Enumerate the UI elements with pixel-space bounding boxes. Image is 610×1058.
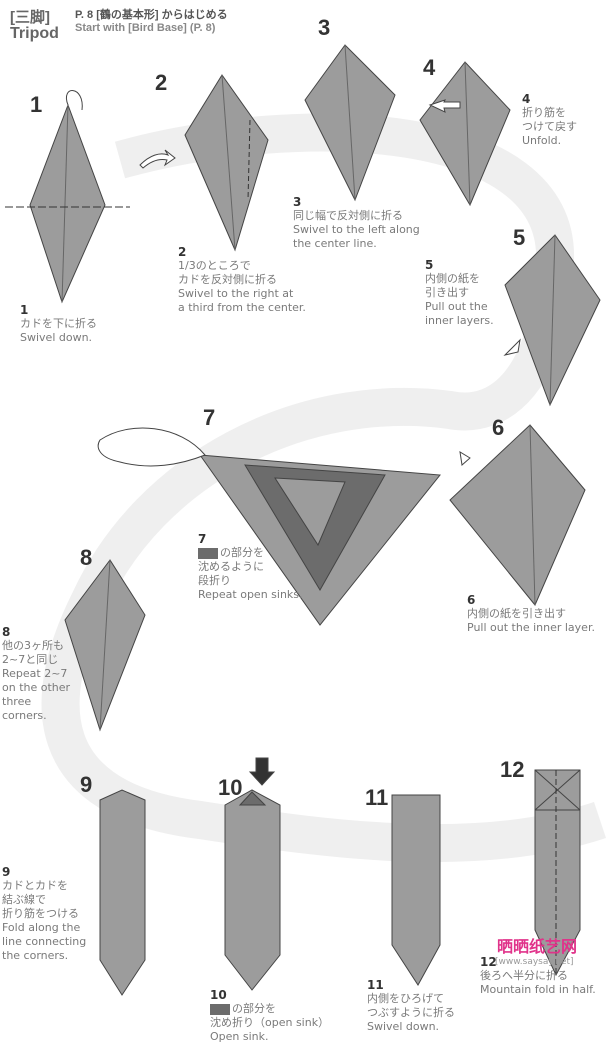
- start-en: Start with [Bird Base] (P. 8): [75, 22, 216, 34]
- step12-model: [534, 769, 581, 977]
- watermark-logo: 晒晒纸艺网: [497, 937, 578, 956]
- step10-sink-area: [238, 791, 267, 806]
- step-number: 8: [80, 545, 93, 570]
- watermark-url: [www.saysay.net]: [495, 957, 574, 967]
- step2-model: [184, 74, 269, 252]
- step-number: 5: [513, 225, 526, 250]
- step6-model: [449, 424, 586, 606]
- step-number: 10: [218, 775, 243, 800]
- step11-model: [391, 794, 441, 986]
- start-jp: P. 8 [鶴の基本形] からはじめる: [75, 9, 228, 21]
- step-number: 12: [500, 757, 525, 782]
- step-number: 6: [492, 415, 505, 440]
- step-number: 1: [30, 92, 43, 117]
- title-jp: [三脚]: [10, 9, 50, 26]
- sink-swatch: [198, 547, 218, 559]
- arrow-icon: [139, 149, 176, 169]
- step10-model: [224, 789, 281, 991]
- push-arrow-icon: [248, 757, 276, 786]
- arrow-icon: [459, 451, 471, 466]
- step-number: 9: [80, 772, 93, 797]
- title-en: Tripod: [10, 25, 59, 42]
- step9-model: [99, 789, 146, 996]
- step-number: 7: [203, 405, 216, 430]
- step-number: 3: [318, 15, 331, 40]
- arrow-icon: [503, 338, 521, 356]
- arrow-icon: [428, 99, 461, 113]
- hand-illustration: [97, 427, 206, 467]
- step-number: 4: [423, 55, 436, 80]
- sink-swatch: [210, 1003, 230, 1015]
- step-number: 2: [155, 70, 168, 95]
- arrows: [139, 99, 521, 786]
- step-number: 11: [365, 785, 389, 810]
